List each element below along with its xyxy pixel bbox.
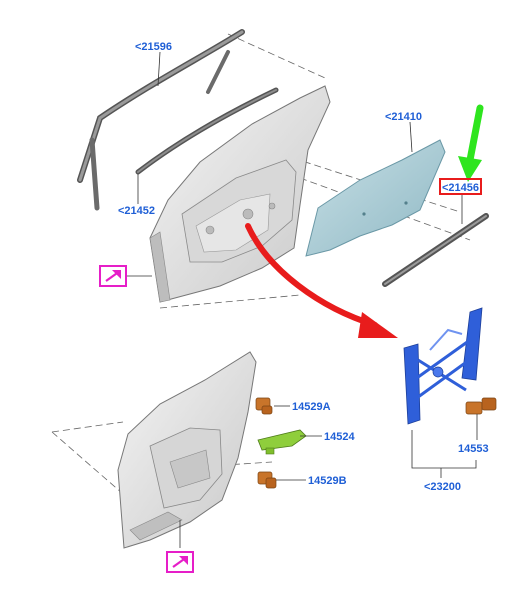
- part-label-21596[interactable]: <21596: [135, 41, 172, 53]
- pointer-icon[interactable]: [99, 265, 127, 287]
- belt-weatherstrip: [382, 213, 489, 287]
- indicator-arrow: [458, 104, 484, 182]
- highlight-arrow: [245, 223, 398, 338]
- part-label-21452[interactable]: <21452: [118, 205, 155, 217]
- pointer-icon[interactable]: [166, 551, 194, 573]
- regulator-motor: [465, 397, 497, 415]
- door-inner-panel: [149, 85, 331, 303]
- part-label-23200[interactable]: <23200: [424, 481, 461, 493]
- part-label-21456[interactable]: <21456: [442, 182, 479, 194]
- part-label-21410[interactable]: <21410: [385, 111, 422, 123]
- part-label-14553[interactable]: 14553: [458, 443, 489, 455]
- part-label-14529b[interactable]: 14529B: [308, 475, 347, 487]
- part-label-14524[interactable]: 14524: [324, 431, 355, 443]
- glass-run-channel: [77, 29, 279, 211]
- leader-lines: [127, 51, 478, 548]
- part-label-14529a[interactable]: 14529A: [292, 401, 331, 413]
- clip-a: [255, 397, 273, 415]
- door-glass: [305, 139, 446, 257]
- selection-box: [439, 178, 482, 195]
- bracket: [257, 429, 307, 455]
- window-regulator: [403, 307, 483, 425]
- clip-b: [257, 471, 277, 489]
- door-trim-panel: [117, 351, 257, 549]
